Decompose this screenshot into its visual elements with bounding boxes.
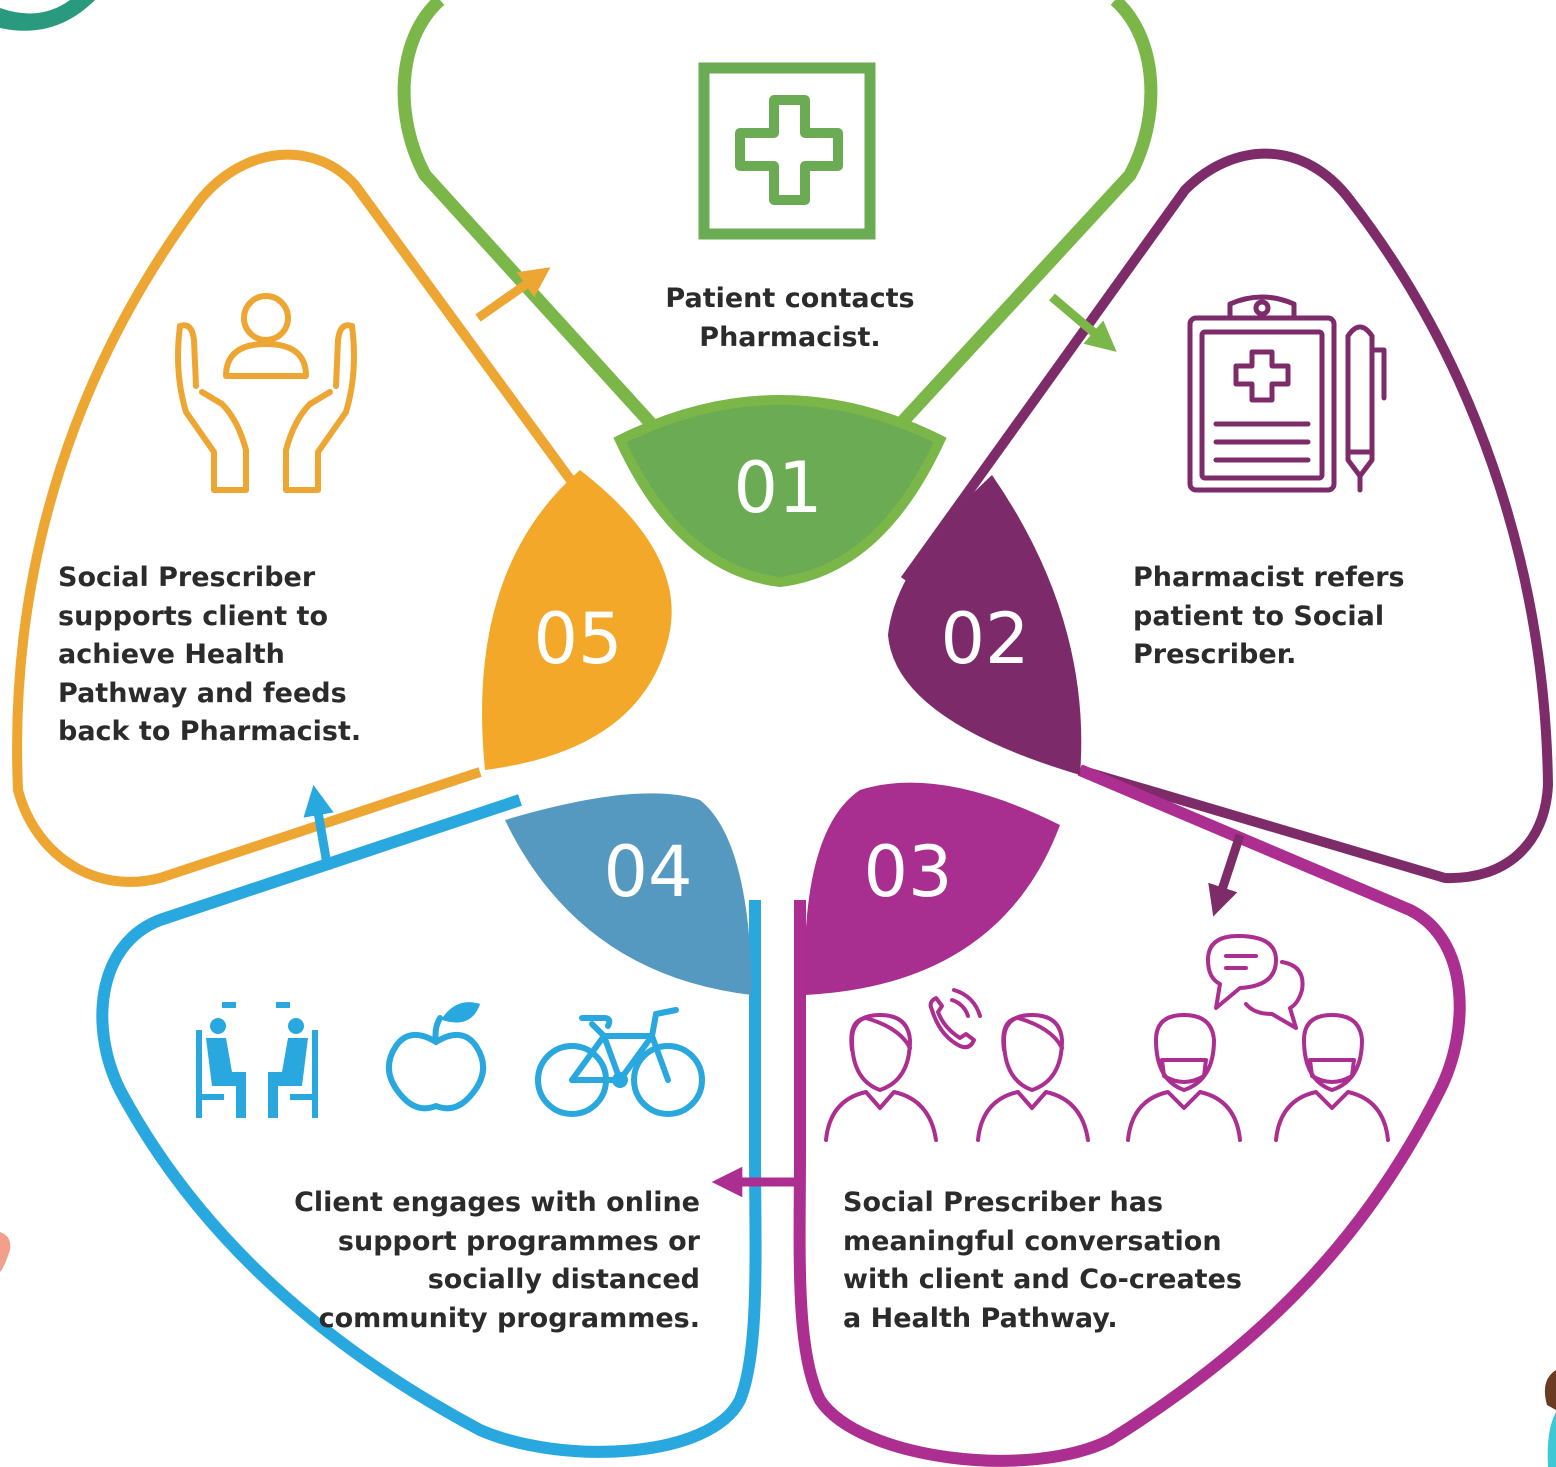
activities-icon — [196, 1002, 705, 1118]
edge-decoration — [1544, 1370, 1556, 1410]
arrow-05-to-01 — [475, 267, 551, 322]
step-03-petal — [793, 764, 1466, 1467]
person-with-mask-icon — [1274, 1013, 1390, 1142]
people-conversation-icon — [824, 934, 1390, 1142]
speech-bubbles-icon — [1206, 934, 1305, 1030]
step-05-badge — [482, 470, 672, 770]
arrow-01-to-02 — [1049, 293, 1117, 352]
medical-cross-icon — [698, 62, 876, 240]
person-icon — [976, 1013, 1090, 1142]
step-02-badge — [888, 475, 1082, 775]
step-05-text: Social Prescriber supports client to ach… — [58, 562, 362, 747]
step-01-number: 01 — [733, 447, 822, 529]
person-with-mask-icon — [1126, 1013, 1242, 1142]
step-04-number: 04 — [603, 831, 692, 913]
arrow-02-to-03 — [1208, 833, 1245, 917]
arrow-04-to-05 — [303, 784, 334, 871]
step-03-text: Social Prescriber has meaningful convers… — [843, 1187, 1242, 1334]
edge-decoration — [0, 1232, 11, 1272]
step-03-number: 03 — [863, 831, 952, 913]
step-04-petal — [96, 794, 762, 1458]
edge-decoration — [1547, 1412, 1556, 1467]
clipboard-icon — [1187, 294, 1387, 493]
phone-icon — [928, 988, 982, 1050]
hands-care-icon — [175, 293, 357, 493]
apple-icon — [386, 1002, 486, 1112]
step-05-petal — [12, 149, 645, 887]
step-01-text: Patient contacts Pharmacist. — [665, 283, 915, 353]
step-03-badge — [804, 782, 1060, 995]
step-05-number: 05 — [533, 598, 622, 680]
person-icon — [824, 1013, 938, 1142]
step-04-text: Client engages with online support progr… — [294, 1187, 700, 1334]
step-02-petal — [900, 148, 1553, 884]
step-04-badge — [505, 793, 752, 995]
step-01-badge — [613, 395, 947, 588]
step-02-text: Pharmacist refers patient to Social Pres… — [1133, 562, 1405, 670]
people-meeting-icon — [196, 1002, 318, 1118]
step-02-number: 02 — [940, 598, 1029, 680]
corner-decoration — [0, 0, 95, 31]
bicycle-icon — [535, 1007, 705, 1117]
